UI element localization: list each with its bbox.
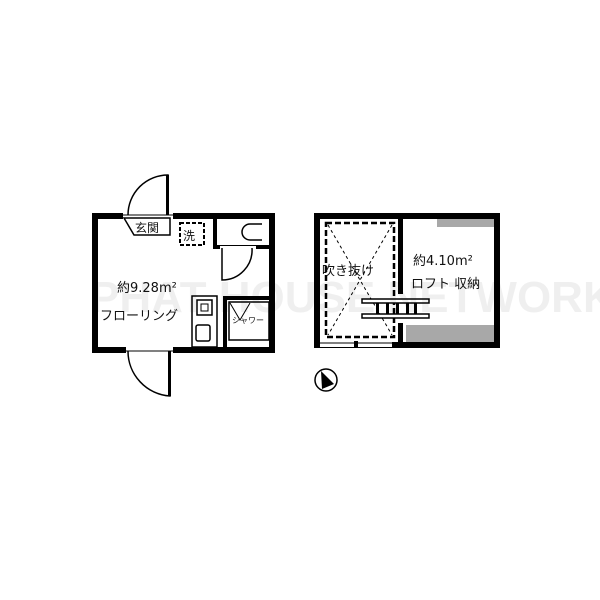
balcony-door-swing: [127, 350, 171, 397]
loft-divider-top: [398, 216, 403, 294]
outer-wall: [92, 213, 275, 353]
toilet-icon: [241, 223, 262, 241]
loft-divider-bottom: [398, 323, 403, 345]
storage-shelf-bottom: [406, 325, 494, 342]
north-compass-icon: [314, 368, 338, 392]
ladder: [361, 298, 430, 319]
sink-icon: [195, 324, 211, 342]
void-area: [324, 221, 396, 339]
entrance-door-swing: [127, 174, 169, 216]
main-floor: 玄関 洗 約9.28m² フローリング シャワー: [92, 174, 275, 397]
washer-label: 洗: [183, 229, 195, 243]
stove-icon: [196, 299, 213, 316]
entrance-box: [122, 217, 171, 236]
room-type-label: フローリング: [100, 309, 178, 324]
shower-label: シャワー: [232, 316, 264, 325]
washer-space: [179, 222, 205, 246]
toilet-door: [221, 247, 253, 281]
storage-shelf-top: [437, 219, 494, 227]
watermark: PHAT HOUSE NETWORK: [90, 273, 600, 322]
entrance-label: 玄関: [135, 220, 159, 235]
loft-type-label: ロフト 収納: [411, 277, 480, 292]
loft-area-label: 約4.10m²: [413, 254, 473, 269]
loft-floor: 吹き抜け 約4.10m² ロフト 収納: [314, 213, 500, 348]
loft-outer-wall: [314, 213, 500, 348]
void-label: 吹き抜け: [322, 263, 374, 279]
room-area-label: 約9.28m²: [117, 281, 177, 296]
shower-room: [228, 301, 270, 341]
